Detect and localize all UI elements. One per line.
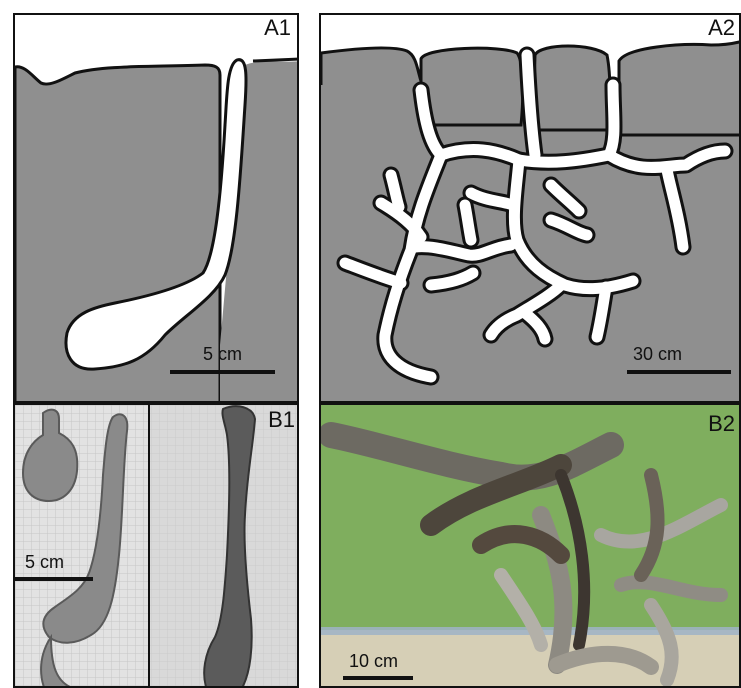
a2-scale-label: 30 cm (633, 345, 682, 363)
a2-panel-label: A2 (708, 17, 735, 39)
a2-scale-bar (627, 370, 731, 374)
b2-scale-label: 10 cm (349, 652, 398, 670)
panel-a1-burrow-diagram: A1 5 cm (13, 13, 299, 403)
a2-soil-block-4 (619, 41, 741, 135)
b2-scale-bar (343, 676, 413, 680)
b1-panel-label: B1 (268, 409, 295, 431)
b1-scale-bar (15, 577, 93, 581)
panel-a2-burrow-network-diagram: A2 30 cm (319, 13, 741, 403)
a1-scale-label: 5 cm (203, 345, 242, 363)
panel-b2-burrow-network-cast-photo: B2 10 cm (319, 403, 741, 688)
a2-soil-block-2 (421, 48, 523, 125)
b2-panel-label: B2 (708, 413, 735, 435)
a2-soil-block-3 (533, 46, 610, 130)
a1-panel-label: A1 (264, 17, 291, 39)
b1-photo (15, 405, 299, 688)
a1-scale-bar (170, 370, 275, 374)
b2-photo (321, 405, 741, 688)
panel-b1-burrow-cast-photo: B1 5 cm (13, 403, 299, 688)
b1-scale-label: 5 cm (25, 553, 64, 571)
b1-photo-divider (148, 405, 150, 688)
a1-burrow-drawing (15, 15, 299, 403)
